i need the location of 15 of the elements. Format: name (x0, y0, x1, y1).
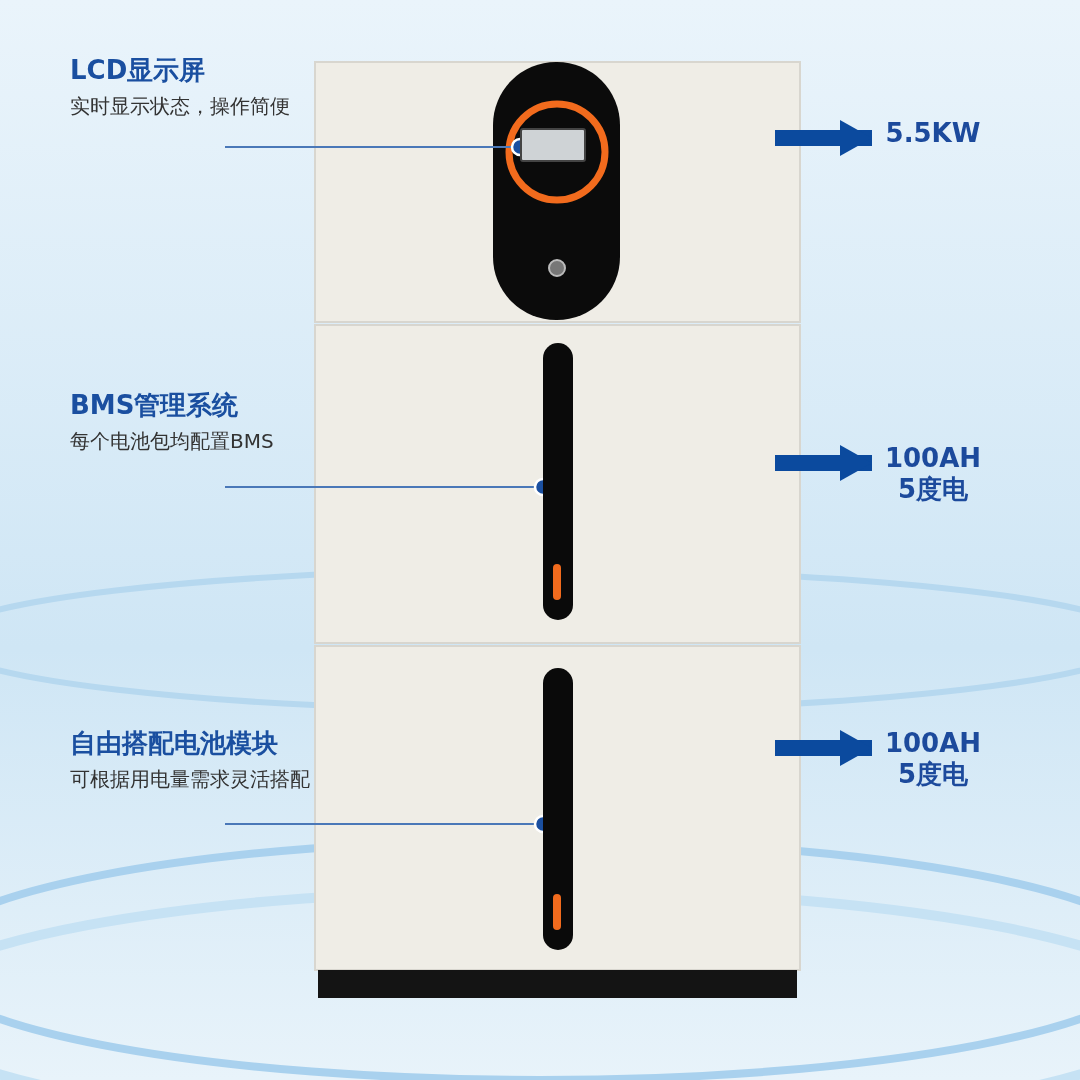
indicator-light-strip (543, 343, 573, 620)
callout-title: LCD显示屏 (70, 55, 206, 87)
arrow (775, 120, 872, 156)
spec-label: 5.5KW (884, 118, 982, 150)
indicator-light-strip (543, 668, 573, 950)
arrow (775, 445, 872, 481)
callout-description: 可根据用电量需求灵活搭配 (70, 767, 310, 792)
callout-description: 每个电池包均配置BMS (70, 429, 274, 454)
spec-label: 100AH 5度电 (883, 728, 983, 791)
arrow (775, 730, 872, 766)
callout-title: BMS管理系统 (70, 390, 239, 422)
lcd-screen (520, 128, 586, 162)
callout-description: 实时显示状态，操作简便 (70, 94, 290, 119)
spec-label: 100AH 5度电 (883, 443, 983, 506)
callout-title: 自由搭配电池模块 (70, 728, 278, 760)
